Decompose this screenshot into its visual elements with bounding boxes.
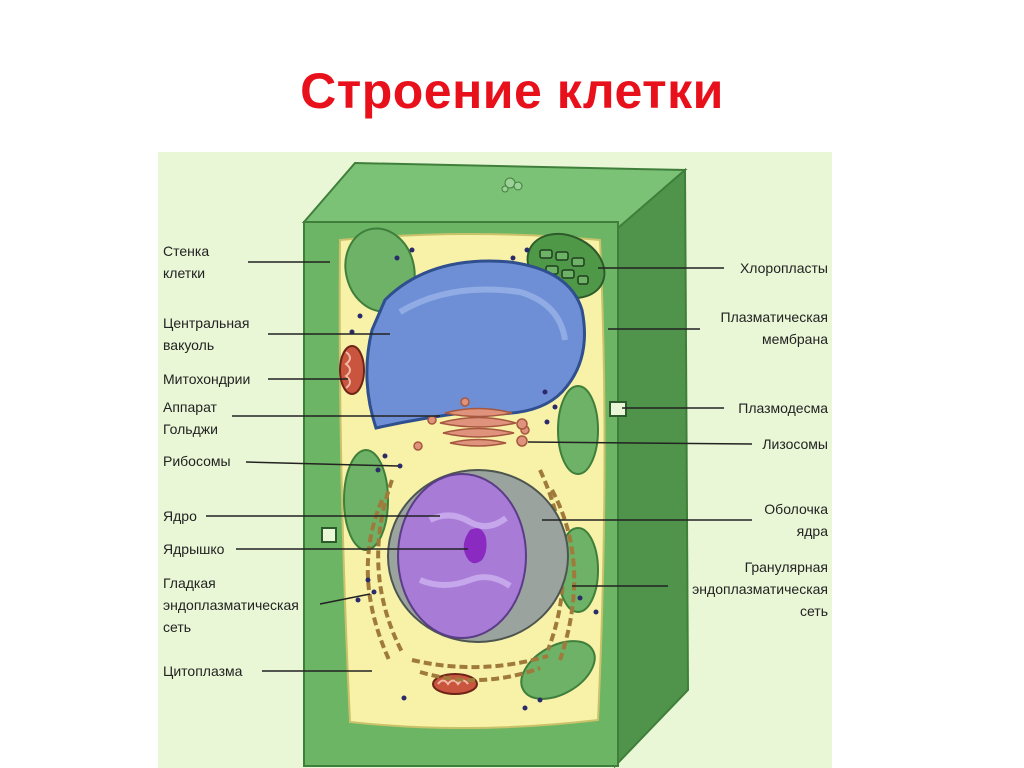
label-mitochondria: Митохондрии — [163, 371, 250, 387]
label-nucleus: Ядро — [163, 508, 197, 524]
golgi-apparatus — [427, 397, 530, 447]
label-golgi-2: Гольджи — [163, 421, 218, 437]
label-rough-er-1: Гранулярная — [745, 559, 828, 575]
slide-title: Строение клетки — [300, 63, 724, 119]
label-nucleolus: Ядрышко — [163, 541, 225, 557]
cell-diagram: Стенка клетки Центральная вакуоль Митохо… — [158, 152, 832, 768]
lysosomes — [413, 418, 528, 451]
ribosomes — [349, 247, 599, 711]
label-cell-wall-1: Стенка — [163, 243, 209, 259]
label-smooth-er-2: эндоплазматическая — [163, 597, 299, 613]
label-chloroplasts: Хлоропласты — [740, 260, 828, 276]
labels-left: Стенка клетки Центральная вакуоль Митохо… — [163, 243, 299, 679]
label-plasma-membrane-1: Плазматическая — [721, 309, 829, 325]
label-rough-er-3: сеть — [800, 603, 828, 619]
label-lysosomes: Лизосомы — [762, 436, 828, 452]
label-cell-wall-2: клетки — [163, 265, 205, 281]
label-central-vacuole-1: Центральная — [163, 315, 249, 331]
label-smooth-er-1: Гладкая — [163, 575, 216, 591]
labels-right: Хлоропласты Плазматическая мембрана Плаз… — [692, 260, 828, 619]
label-rough-er-2: эндоплазматическая — [692, 581, 828, 597]
label-ribosomes: Рибосомы — [163, 453, 231, 469]
label-golgi-1: Аппарат — [163, 399, 218, 415]
label-nuclear-envelope-2: ядра — [797, 523, 829, 539]
leader-lines — [206, 261, 753, 672]
label-plasma-membrane-2: мембрана — [762, 331, 828, 347]
plasmodesma — [321, 401, 627, 543]
label-central-vacuole-2: вакуоль — [163, 337, 214, 353]
label-nuclear-envelope-1: Оболочка — [764, 501, 828, 517]
nucleus — [387, 469, 569, 643]
label-plasmodesma: Плазмодесма — [738, 400, 828, 416]
label-cytoplasm: Цитоплазма — [163, 663, 243, 679]
label-smooth-er-3: сеть — [163, 619, 191, 635]
nucleolus — [463, 528, 487, 564]
